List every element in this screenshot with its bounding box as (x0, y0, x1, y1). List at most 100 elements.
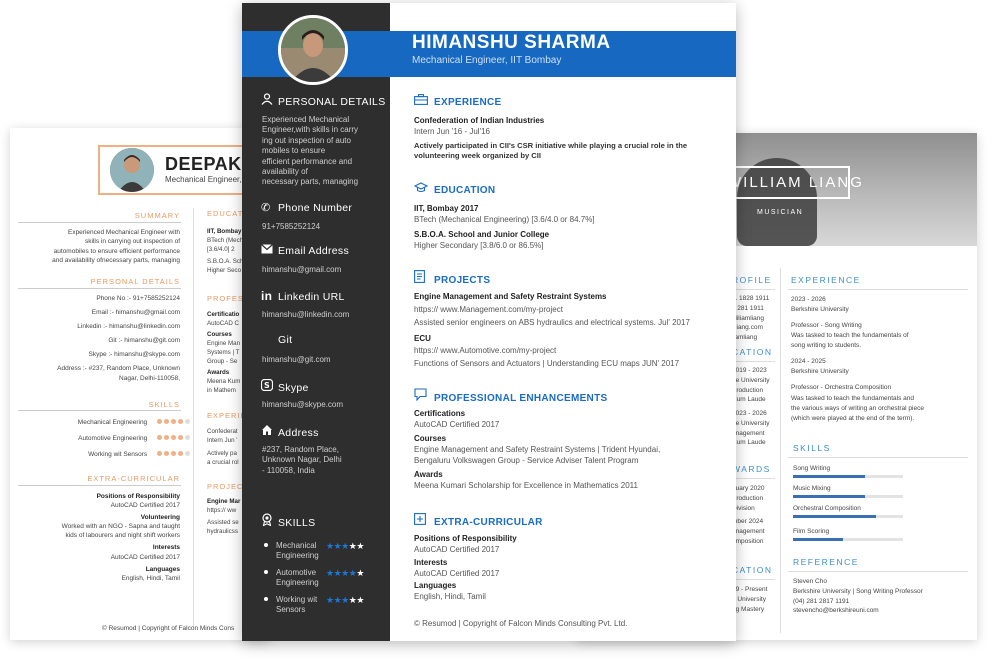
label: Email Address (278, 245, 350, 257)
line: [3.6/4.0] 2 (207, 245, 235, 253)
left-education-text: IIT, Bombay BTech (Mech [3.6/4.0] 2 S.B.… (207, 228, 243, 276)
languages-value: English, Hindi, Tamil (414, 592, 486, 601)
line: Assisted se (207, 518, 239, 526)
line: Phone No :- 91+7585252124 (96, 295, 180, 302)
dot (178, 435, 183, 440)
interests-label: Interests (414, 558, 448, 567)
label: PROJECTS (434, 275, 491, 286)
line: 2023 - 2026 (791, 296, 826, 303)
right-profile-text: 91 1828 1911 m 281 1911 mliliamliang nli… (730, 294, 769, 343)
right-subtitle: MUSICIAN (757, 209, 804, 216)
skill-label: Automotive Engineering (78, 435, 148, 442)
left-experience-text: Confederat Intern Jun ' Actively pa a cr… (207, 428, 239, 468)
line: Professor - Song Writing (791, 322, 862, 330)
right-reference-heading: REFERENCE (793, 557, 859, 567)
resume-footer: © Resumod | Copyright of Falcon Minds Co… (414, 619, 628, 628)
line: Berkshire University | Song Writing Prof… (793, 587, 923, 595)
line: 2019 - 2023 (732, 367, 767, 374)
line: 2023 - 2026 (732, 410, 767, 417)
line: Actively participated in CII's CSR initi… (414, 141, 688, 150)
line: Engineering (276, 550, 319, 560)
education-school: IIT, Bombay 2017 (414, 204, 479, 213)
personal-details-heading: PERSONAL DETAILS (261, 93, 386, 108)
left-summary-heading: SUMMARY (134, 211, 180, 220)
left-skill-row: Automotive Engineering (78, 434, 190, 443)
line: AutoCAD Certified 2017 (110, 553, 180, 561)
skill-fill (793, 495, 865, 498)
dot (157, 451, 162, 456)
person-icon (261, 93, 278, 108)
line: Meena Kum (207, 377, 241, 385)
skills-heading: SKILLS (261, 513, 315, 529)
line: Volunteering (140, 514, 180, 522)
label: SKILLS (278, 517, 316, 529)
skill-label: Mechanical Engineering (77, 419, 148, 426)
project-name: Engine Management and Safety Restraint S… (414, 292, 607, 301)
line: Engine Man (207, 339, 241, 347)
line: 2024 - 2025 (791, 358, 826, 366)
award-icon (261, 513, 278, 529)
dot (185, 451, 190, 456)
star-filled-icon: ★ (341, 541, 349, 551)
line: and availability ofnecessary parts, mana… (52, 257, 180, 265)
bullet (264, 570, 268, 574)
line: Nagar, Delhi-110058, (119, 375, 180, 383)
line: Division (732, 504, 755, 512)
rule (18, 485, 181, 486)
line: nuary 2020 (732, 485, 765, 492)
line: Actively pa (207, 449, 237, 457)
experience-role: Intern Jun '16 - Jul'16 (414, 127, 490, 136)
label: EXTRA-CURRICULAR (434, 517, 543, 528)
education-degree: BTech (Mechanical Engineering) [3.6/4.0 … (414, 215, 595, 224)
project-url[interactable]: https:// www.Automotive.com/my-project (414, 346, 557, 355)
project-name: ECU (414, 334, 431, 343)
rule (788, 571, 968, 572)
label: Git (278, 334, 293, 346)
label: Skype (278, 382, 309, 394)
experience-heading: EXPERIENCE (414, 94, 501, 108)
line: volunteering week organized by CII (414, 151, 542, 161)
project-url[interactable]: https:// www.Management.com/my-project (414, 305, 563, 314)
project-desc: Assisted senior engineers on ABS hydraul… (414, 318, 690, 327)
line: Engine Management and Safety Restraint S… (414, 445, 661, 454)
linkedin-value: himanshu@linkedin.com (262, 310, 350, 319)
address-value: #237, Random Place, Unknown Nagar, Delhi… (262, 445, 342, 476)
right-education-heading: CATION (732, 347, 773, 357)
certifications-label: Certifications (414, 409, 466, 418)
right-education-text: 2019 - 2023 ire University Production Cu… (732, 366, 770, 448)
line: Production (732, 386, 764, 394)
line: Systems | T (207, 348, 240, 356)
resume-title: Mechanical Engineer, IIT Bombay (412, 55, 562, 66)
right-divider (780, 268, 781, 633)
document-icon (414, 270, 434, 286)
right-education2-text: 19 - Present e University ng Mastery (732, 585, 767, 614)
left-personal-text: Phone No :- 91+7585252124 Email :- himan… (57, 294, 180, 384)
left-resume-preview: DEEPAK SIN Mechanical Engineer, I SUMMAR… (10, 128, 278, 640)
line: mliliamliang (730, 314, 764, 322)
profile-photo (278, 15, 348, 85)
personal-summary: Experienced Mechanical Engineer,with ski… (262, 115, 358, 188)
right-skill-label: Film Scoring (793, 528, 830, 535)
interests-value: AutoCAD Certified 2017 (414, 569, 500, 578)
star-filled-icon: ★ (326, 541, 334, 551)
line: skills in carrying out inspection of (84, 238, 180, 246)
line: Courses (207, 330, 232, 338)
line: S.B.O.A. Sch (207, 257, 244, 265)
line: Experienced Mechanical Engineer with (67, 229, 180, 236)
home-icon (261, 424, 278, 439)
dot (164, 435, 169, 440)
dot (185, 419, 190, 424)
right-skill-bar (793, 495, 903, 498)
star-empty-icon: ★ (356, 595, 364, 605)
musician-figure (737, 158, 817, 246)
line: BTech (Mech (207, 236, 244, 244)
line: in Mathem (207, 386, 236, 394)
star-filled-icon: ★ (333, 595, 342, 605)
line: 91 1828 1911 (730, 295, 770, 302)
line: - 110058, India (262, 465, 315, 475)
line: hydraulicss (207, 527, 238, 535)
rule (727, 289, 775, 290)
line: mber 2024 (732, 518, 764, 526)
label: PROFESSIONAL ENHANCEMENTS (434, 393, 608, 404)
